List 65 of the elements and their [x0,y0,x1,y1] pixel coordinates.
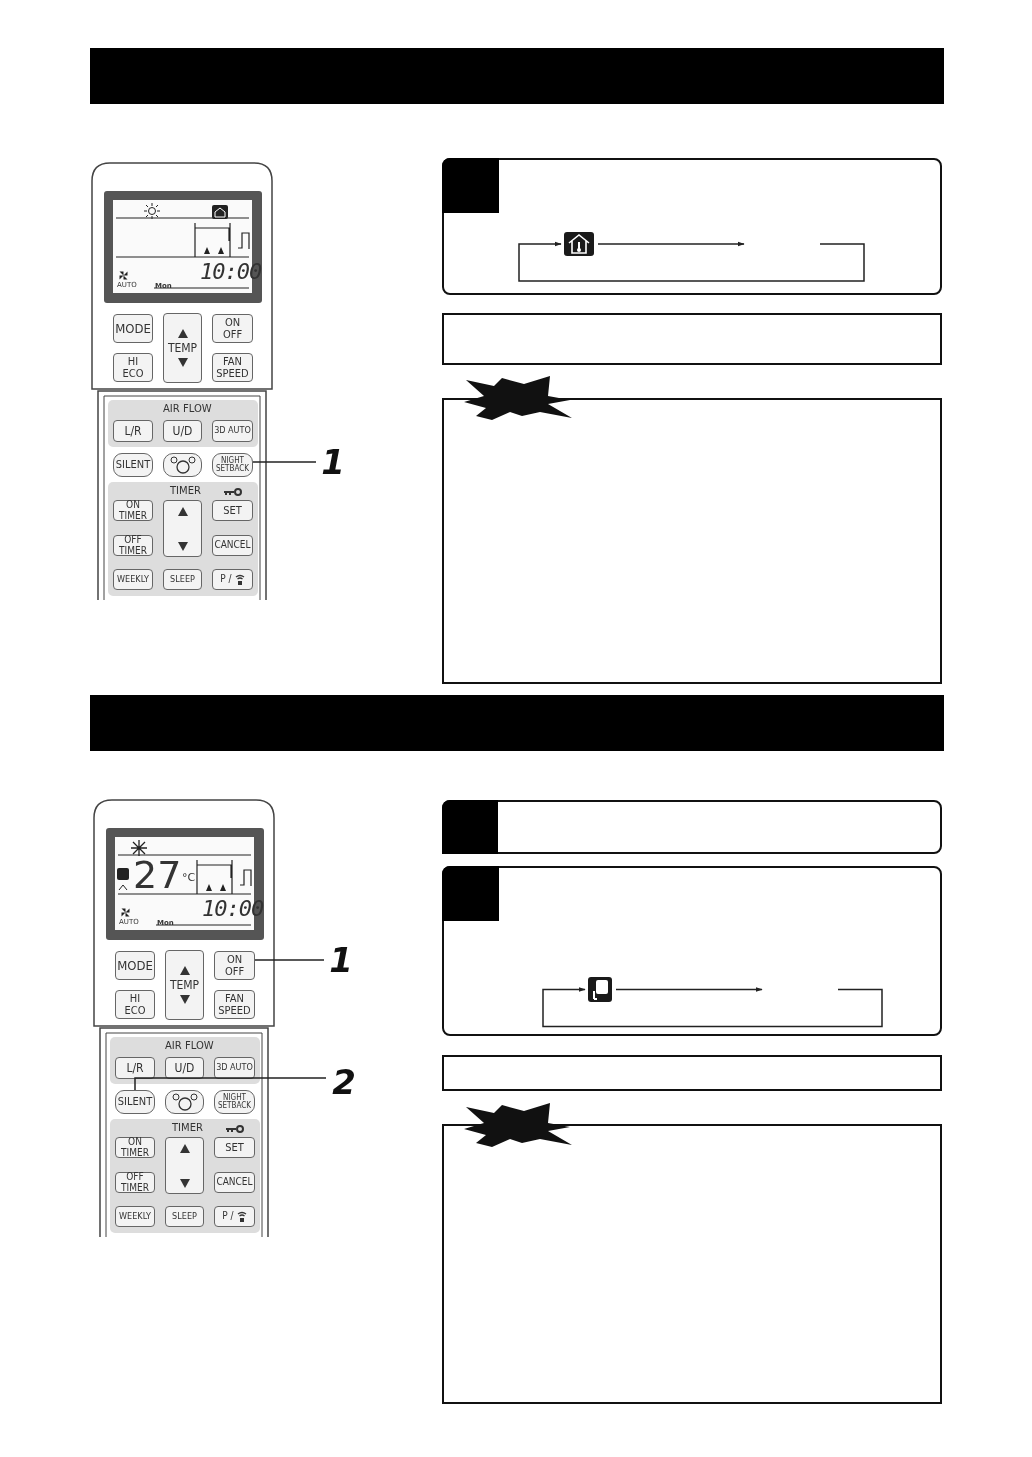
house-thermometer-icon [564,232,594,256]
remote-button: ON TIMER [115,1137,155,1158]
remote-button: L/R [113,420,153,442]
remote-button: CANCEL [214,1172,255,1193]
arrow [518,241,865,282]
arrow [615,987,763,992]
remote-button: 3D AUTO [212,420,253,442]
remote-button: 3D AUTO [214,1057,255,1079]
note-box [442,313,942,365]
remote-button: ON OFF [214,951,255,980]
remote-button [163,453,202,477]
remote-button: P / [214,1206,255,1227]
remote-button: L/R [115,1057,155,1079]
remote-button [165,1137,204,1194]
caution-box [442,1124,942,1404]
callout-number: 1 [324,942,358,978]
step-box [442,866,942,1036]
leader-line [254,959,325,961]
remote-button: ON OFF [212,314,253,343]
remote-button [163,500,202,557]
arrow [542,987,883,1028]
arrow [597,241,745,247]
remote-button: MODE [115,951,155,980]
remote-button: OFF TIMER [113,535,153,556]
step-box [442,800,942,854]
remote-button: P / [212,569,253,590]
panel-heading: AIR FLOW [163,404,212,414]
caution-box [442,398,942,684]
remote-button: OFF TIMER [115,1172,155,1193]
remote-button: TEMP [165,950,204,1020]
remote-button: FAN SPEED [214,990,255,1019]
remote-button: U/D [165,1057,204,1079]
remote-button: WEEKLY [115,1206,155,1227]
callout-number: 2 [326,1064,362,1100]
starburst-badge [464,374,574,420]
remote-button [165,1090,204,1114]
remote-button: NIGHT SETBACK [214,1090,255,1114]
remote-button: SET [214,1137,255,1158]
remote-button: SILENT [115,1090,155,1114]
unit-label: °C [182,872,196,883]
remote-button: SET [212,500,253,521]
callout-number: 1 [316,444,350,480]
remote-button: U/D [163,420,202,442]
remote-button: FAN SPEED [212,353,253,382]
starburst-badge [464,1101,574,1147]
remote-button: ON TIMER [113,500,153,521]
leader-line [252,461,317,463]
remote-button: SLEEP [165,1206,204,1227]
remote-button: HI ECO [113,353,153,382]
remote-button: SILENT [113,453,153,477]
panel-heading: TIMER [170,486,201,496]
remote-button: NIGHT SETBACK [212,453,253,477]
hand-sensor-icon [588,977,612,1002]
remote-button: MODE [113,314,153,343]
step-box [442,158,942,295]
remote-button: HI ECO [115,990,155,1019]
remote-button: CANCEL [212,535,253,556]
remote-button: SLEEP [163,569,202,590]
remote-button: TEMP [163,313,202,383]
leader-line [134,1077,327,1091]
remote-button: WEEKLY [113,569,153,590]
panel-heading: AIR FLOW [165,1041,214,1051]
note-box [442,1055,942,1091]
panel-heading: TIMER [172,1123,203,1133]
temperature-readout: 27 [133,856,182,894]
